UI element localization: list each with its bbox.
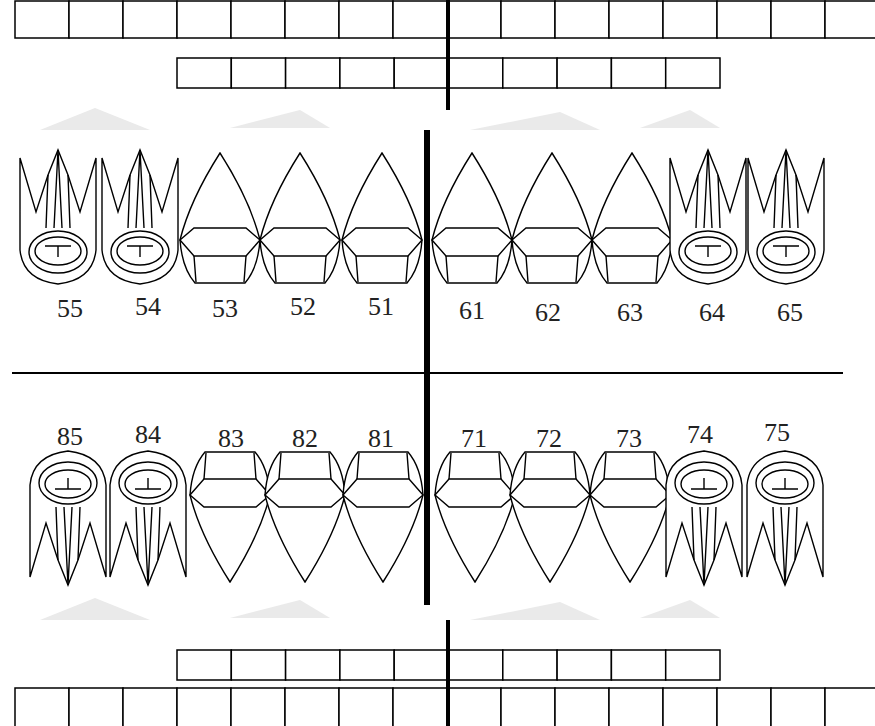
grid-cell: [15, 1, 69, 38]
tooth-number: 64: [699, 300, 725, 326]
grid-cell: [611, 58, 665, 88]
grid-cell: [666, 650, 720, 680]
tooth-number: 71: [461, 426, 487, 452]
tooth-number: 65: [777, 300, 803, 326]
grid-cell: [69, 1, 123, 38]
divider-lines: [12, 0, 843, 726]
tooth-number: 82: [292, 426, 318, 452]
grid-cell: [123, 1, 177, 38]
grid-cell: [609, 1, 663, 38]
grid-cell: [717, 1, 771, 38]
grid-cell: [449, 58, 503, 88]
grid-cell: [231, 650, 285, 680]
grid-cell: [663, 1, 717, 38]
tooth-number: 62: [535, 300, 561, 326]
grid-cell: [339, 688, 393, 726]
grid-cell: [177, 650, 231, 680]
grid-cell: [609, 688, 663, 726]
grid-cell: [557, 58, 611, 88]
tooth-grid: [15, 1, 875, 726]
grid-cell: [286, 58, 340, 88]
lower-teeth: [30, 451, 823, 585]
grid-cell: [393, 688, 447, 726]
grid-cell: [771, 688, 825, 726]
tooth-number: 85: [57, 424, 83, 450]
upper-teeth: [20, 150, 824, 284]
grid-cell: [503, 58, 557, 88]
grid-cell: [69, 688, 123, 726]
grid-cell: [285, 688, 339, 726]
grid-cell: [501, 1, 555, 38]
grid-cell: [177, 58, 231, 88]
watermark: [40, 108, 720, 620]
grid-cell: [286, 650, 340, 680]
tooth-number: 84: [135, 422, 161, 448]
grid-cell: [663, 688, 717, 726]
grid-cell: [177, 688, 231, 726]
grid-cell: [340, 58, 394, 88]
grid-cell: [666, 58, 720, 88]
grid-cell: [177, 1, 231, 38]
grid-cell: [555, 1, 609, 38]
tooth-number: 81: [368, 426, 394, 452]
grid-cell: [393, 1, 447, 38]
grid-cell: [285, 1, 339, 38]
grid-cell: [771, 1, 825, 38]
tooth-number: 54: [135, 294, 161, 320]
grid-cell: [503, 650, 557, 680]
grid-cell: [15, 688, 69, 726]
tooth-number: 73: [616, 426, 642, 452]
tooth-number: 55: [57, 296, 83, 322]
grid-cell: [231, 688, 285, 726]
grid-cell: [123, 688, 177, 726]
tooth-number: 51: [368, 294, 394, 320]
grid-cell: [394, 650, 448, 680]
grid-cell: [340, 650, 394, 680]
tooth-number: 63: [617, 300, 643, 326]
grid-cell: [717, 688, 771, 726]
tooth-number: 74: [687, 422, 713, 448]
grid-cell: [825, 1, 875, 38]
tooth-number: 83: [218, 426, 244, 452]
grid-cell: [447, 688, 501, 726]
tooth-number: 75: [764, 420, 790, 446]
grid-cell: [611, 650, 665, 680]
grid-cell: [449, 650, 503, 680]
grid-cell: [231, 58, 285, 88]
grid-cell: [501, 688, 555, 726]
tooth-number: 61: [459, 298, 485, 324]
tooth-number: 52: [290, 294, 316, 320]
grid-cell: [447, 1, 501, 38]
tooth-number: 53: [212, 296, 238, 322]
grid-cell: [555, 688, 609, 726]
grid-cell: [339, 1, 393, 38]
grid-cell: [825, 688, 875, 726]
grid-cell: [394, 58, 448, 88]
grid-cell: [557, 650, 611, 680]
tooth-number: 72: [536, 426, 562, 452]
grid-cell: [231, 1, 285, 38]
